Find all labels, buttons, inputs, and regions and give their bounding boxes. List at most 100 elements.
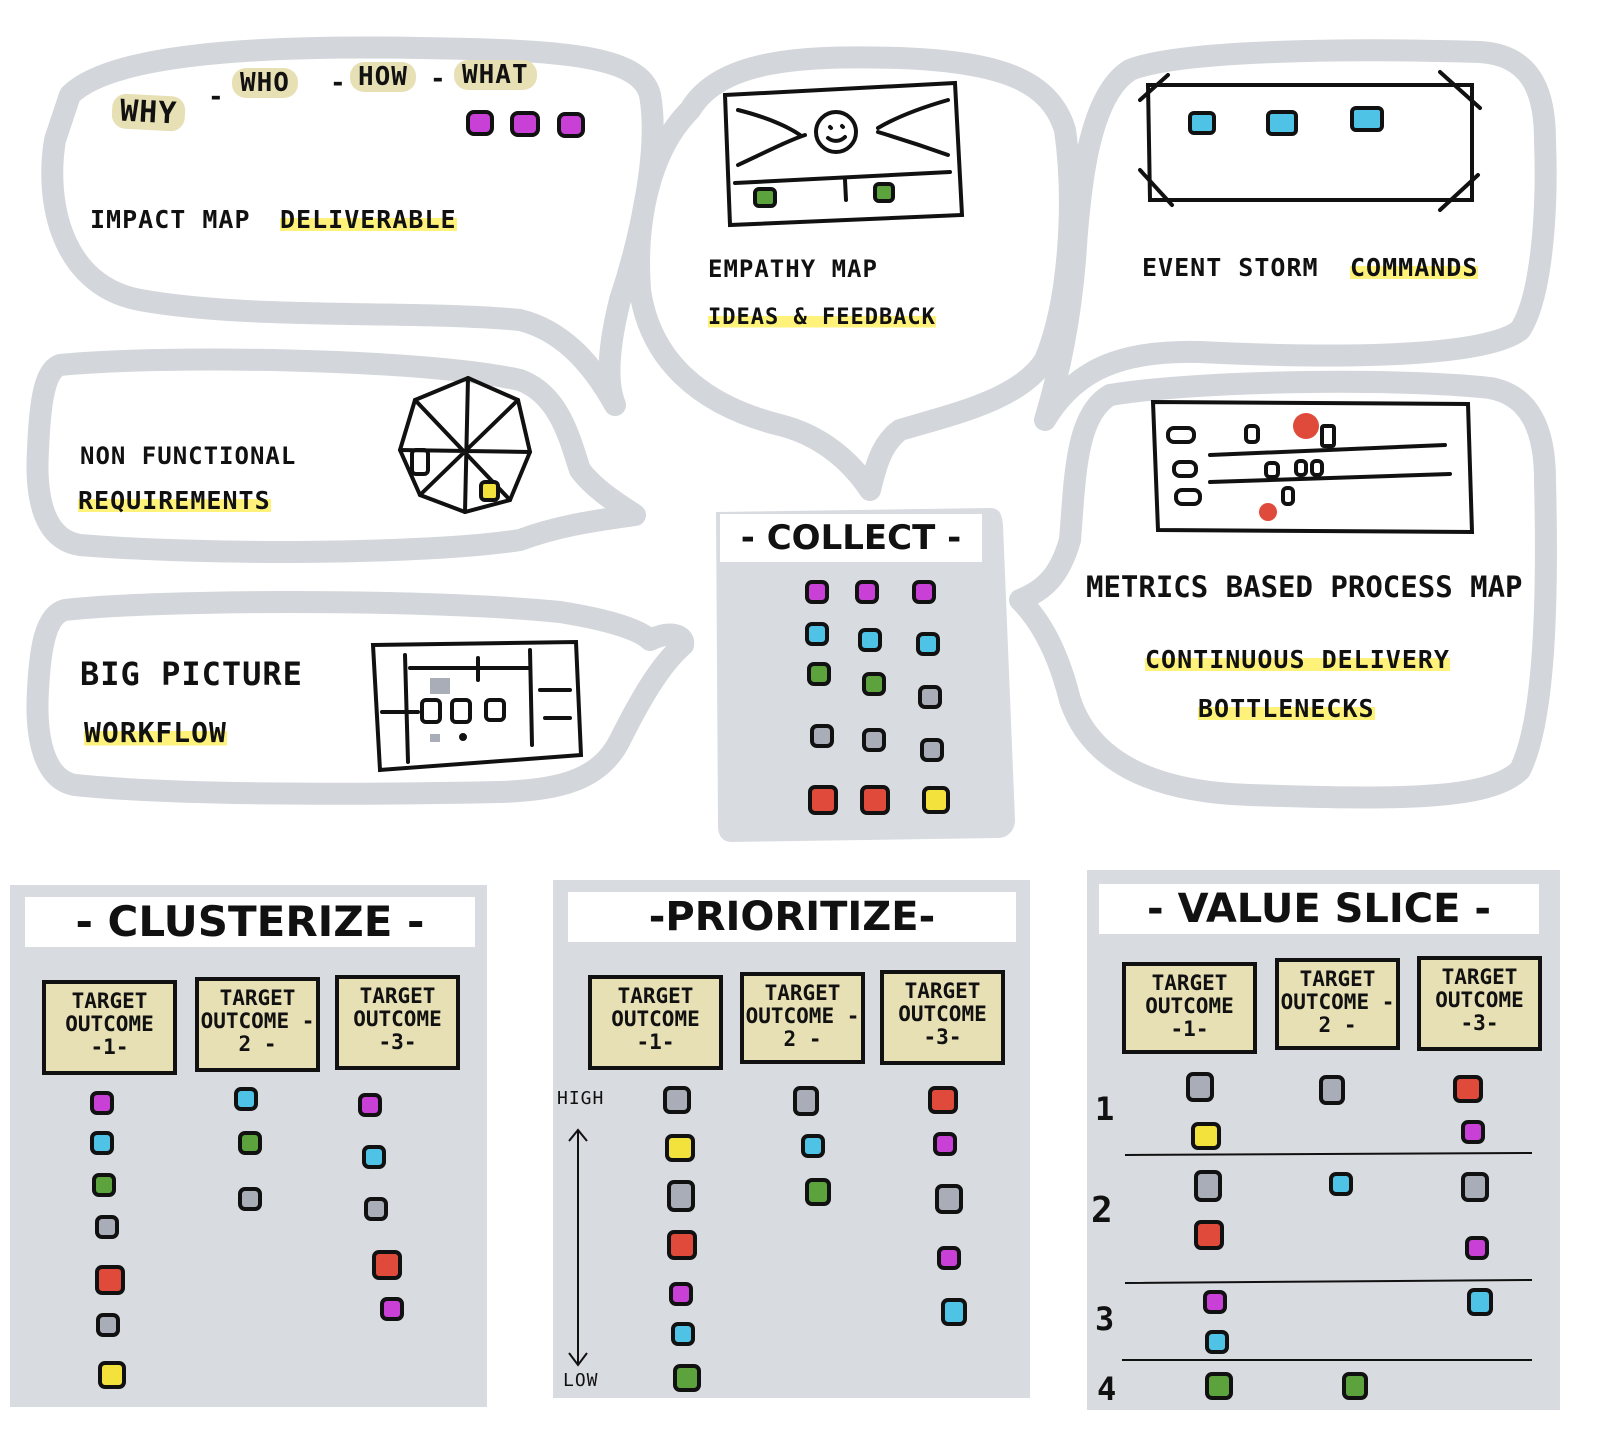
sticky-note xyxy=(1205,1372,1233,1400)
slice-row-4: 4 xyxy=(1097,1370,1118,1408)
sticky-note xyxy=(862,672,886,696)
sticky-note xyxy=(1203,1290,1227,1314)
sticky-note xyxy=(935,1184,963,1214)
priority-arrow xyxy=(568,1128,588,1367)
clusterize-panel: - CLUSTERIZE - TARGET OUTCOME -1- TARGET… xyxy=(10,885,487,1407)
metrics-map-highlight-2: BOTTLENECKS xyxy=(1198,694,1375,723)
prioritize-column-2: TARGET OUTCOME - 2 - xyxy=(740,972,865,1064)
dash-3: - xyxy=(430,64,447,94)
collect-title: - COLLECT - xyxy=(740,518,962,558)
collect-header xyxy=(720,514,982,562)
sticky-note xyxy=(941,1298,967,1326)
sticky-note xyxy=(671,1322,695,1346)
empathy-map-drawing xyxy=(722,80,965,228)
value-slice-title: - VALUE SLICE - xyxy=(1099,884,1539,934)
value-slice-column-3: TARGET OUTCOME -3- xyxy=(1417,956,1542,1051)
impact-map-highlight: DELIVERABLE xyxy=(280,205,457,234)
sticky-note xyxy=(1467,1288,1493,1316)
big-picture-highlight: WORKFLOW xyxy=(84,716,227,749)
sticky-note xyxy=(1319,1075,1345,1105)
clusterize-column-3: TARGET OUTCOME -3- xyxy=(335,975,460,1070)
event-storm-title: EVENT STORM xyxy=(1142,253,1319,282)
what-label: WHAT xyxy=(454,60,537,90)
value-slice-column-1: TARGET OUTCOME -1- xyxy=(1122,962,1257,1054)
sticky-note xyxy=(380,1297,404,1321)
sticky-note xyxy=(1342,1372,1368,1400)
empathy-map-highlight: IDEAS & FEEDBACK xyxy=(708,305,936,330)
metrics-map-title: METRICS BASED PROCESS MAP xyxy=(1086,570,1523,604)
sticky-note xyxy=(98,1361,126,1389)
metrics-map-bubble xyxy=(1009,370,1557,809)
high-label: HIGH xyxy=(557,1088,605,1109)
sticky-note xyxy=(667,1180,695,1212)
empathy-map-title: EMPATHY MAP xyxy=(708,255,878,283)
slice-row-2: 2 xyxy=(1091,1190,1114,1231)
sticky-note xyxy=(922,786,950,814)
prioritize-column-1: TARGET OUTCOME -1- xyxy=(588,975,723,1070)
slice-dividers xyxy=(1122,1152,1533,1361)
sticky-note xyxy=(234,1087,258,1111)
who-label: WHO xyxy=(232,68,298,98)
sticky-note xyxy=(362,1145,386,1169)
sticky-note xyxy=(95,1215,119,1239)
sticky-note xyxy=(916,632,940,656)
value-slice-panel: - VALUE SLICE - TARGET OUTCOME -1- TARGE… xyxy=(1087,870,1560,1410)
dash-2: - xyxy=(330,68,347,98)
speech-bubbles-layer xyxy=(26,36,1557,842)
sticky-note xyxy=(937,1246,961,1270)
nfr-title: NON FUNCTIONAL xyxy=(80,442,297,470)
sticky-note xyxy=(1191,1122,1221,1150)
sticky-note xyxy=(807,662,831,686)
sticky-note xyxy=(358,1093,382,1117)
how-label: HOW xyxy=(350,62,416,92)
sticky-note xyxy=(665,1134,695,1162)
sticky-note xyxy=(805,1178,831,1206)
sticky-note xyxy=(1194,1220,1224,1250)
why-label: WHY xyxy=(111,93,187,132)
prioritize-panel: -PRIORITIZE- TARGET OUTCOME -1- TARGET O… xyxy=(553,880,1030,1398)
value-slice-column-2: TARGET OUTCOME - 2 - xyxy=(1275,958,1400,1050)
big-picture-bubble xyxy=(26,591,695,805)
sticky-note xyxy=(364,1197,388,1221)
sticky-note xyxy=(1461,1172,1489,1202)
sticky-note xyxy=(912,580,936,604)
sticky-note xyxy=(667,1230,697,1260)
sticky-note xyxy=(1329,1172,1353,1196)
sticky-note xyxy=(1205,1330,1229,1354)
sticky-note xyxy=(1465,1236,1489,1260)
sticky-note xyxy=(90,1091,114,1115)
sticky-note xyxy=(96,1313,120,1337)
sticky-note xyxy=(808,785,838,815)
sticky-note xyxy=(1461,1120,1485,1144)
event-storm-bubble xyxy=(1034,39,1557,431)
slice-row-3: 3 xyxy=(1095,1300,1116,1338)
clusterize-column-2: TARGET OUTCOME - 2 - xyxy=(195,977,320,1072)
sticky-note xyxy=(933,1132,957,1156)
sticky-note xyxy=(1186,1072,1214,1102)
sticky-note xyxy=(855,580,879,604)
metrics-map-highlight-1: CONTINUOUS DELIVERY xyxy=(1145,645,1450,674)
sticky-note xyxy=(810,724,834,748)
sticky-note xyxy=(918,685,942,709)
metrics-map-drawing xyxy=(1150,399,1475,535)
prioritize-title: -PRIORITIZE- xyxy=(568,892,1016,942)
clusterize-title: - CLUSTERIZE - xyxy=(25,897,475,947)
slice-row-1: 1 xyxy=(1095,1090,1116,1128)
sticky-note xyxy=(92,1173,116,1197)
sticky-note xyxy=(793,1086,819,1116)
sticky-note xyxy=(95,1265,125,1295)
sticky-note xyxy=(372,1250,402,1280)
sticky-note xyxy=(805,580,829,604)
big-picture-drawing xyxy=(370,639,584,773)
event-storm-drawing xyxy=(1138,70,1482,212)
impact-map-title: IMPACT MAP xyxy=(90,205,251,234)
dash-1: - xyxy=(208,82,225,112)
event-storm-highlight: COMMANDS xyxy=(1350,253,1479,282)
sticky-note xyxy=(920,738,944,762)
sticky-note xyxy=(663,1086,691,1114)
sticky-note xyxy=(1194,1170,1222,1202)
sticky-note xyxy=(860,785,890,815)
sticky-note xyxy=(801,1134,825,1158)
sticky-note xyxy=(928,1086,958,1114)
sticky-note xyxy=(238,1187,262,1211)
